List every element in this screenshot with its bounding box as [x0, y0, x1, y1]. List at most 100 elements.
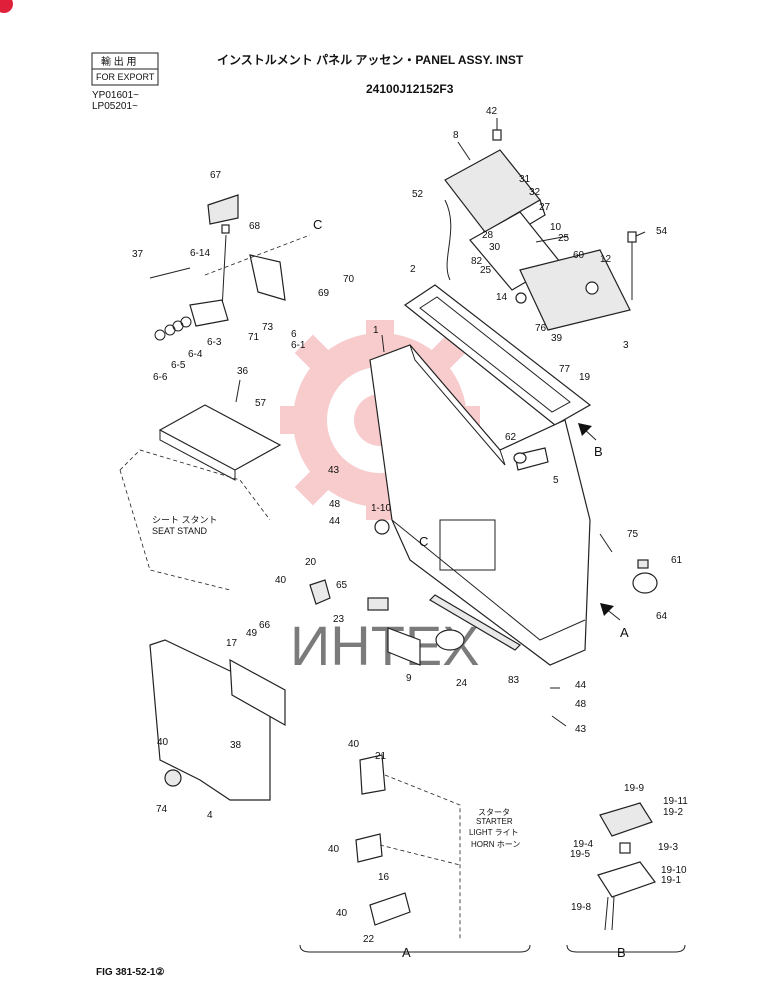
part-callout-44: 44	[329, 516, 341, 527]
part-callout-22: 22	[363, 934, 375, 945]
assembly-part-number: 24100J12152F3	[366, 82, 454, 96]
horn-label: HORN ホーン	[471, 840, 520, 849]
part-callout-74: 74	[156, 804, 168, 815]
figure-code: FIG 381-52-1②	[96, 967, 164, 978]
relay-cover	[599, 802, 653, 837]
part-callout-19: 19	[579, 372, 591, 383]
part-callout-10: 10	[550, 222, 562, 233]
part-callout-19-4: 19-4	[573, 839, 593, 850]
part-callout-5: 5	[553, 475, 559, 486]
part-callout-1: 1	[373, 325, 379, 336]
export-box-bottom: FOR EXPORT	[96, 72, 155, 82]
starter-label-jp: スタータ	[478, 808, 510, 817]
arrow-a-label: A	[620, 625, 629, 640]
cap-part-74	[164, 769, 182, 787]
switch-panel-group	[444, 129, 637, 331]
corner-marker	[0, 0, 13, 13]
part-callout-36: 36	[237, 366, 249, 377]
part-callout-66: 66	[259, 620, 271, 631]
part-callout-67: 67	[210, 170, 222, 181]
light-label: LIGHT ライト	[469, 828, 519, 837]
part-callout-6-6: 6-6	[153, 372, 168, 383]
part-callout-43: 43	[328, 465, 340, 476]
lever-assembly	[149, 194, 311, 341]
part-callout-6-3: 6-3	[207, 337, 222, 348]
part-callout-49: 49	[246, 628, 258, 639]
grommet-part-24	[435, 629, 465, 651]
part-callout-70: 70	[343, 274, 355, 285]
view-b-label: B	[617, 945, 626, 960]
bracket-part-21	[359, 754, 386, 795]
part-callout-40: 40	[348, 739, 360, 750]
export-box-top: 輸 出 用	[101, 55, 137, 68]
part-callout-19-10: 19-10	[661, 865, 687, 876]
part-callout-60: 60	[573, 250, 585, 261]
part-callout-21: 21	[375, 751, 387, 762]
panel-part-76	[519, 249, 631, 331]
part-callout-19-8: 19-8	[571, 902, 591, 913]
leader-lines	[235, 118, 646, 727]
part-callout-9: 9	[406, 673, 412, 684]
part-callout-8: 8	[453, 130, 459, 141]
part-callout-77: 77	[559, 364, 571, 375]
part-callout-68: 68	[249, 221, 261, 232]
relay-base	[597, 861, 656, 898]
part-callout-62: 62	[505, 432, 517, 443]
seat-stand-en: SEAT STAND	[152, 526, 208, 536]
part-callout-14: 14	[496, 292, 508, 303]
part-callout-75: 75	[627, 529, 639, 540]
part-callout-43: 43	[575, 724, 587, 735]
part-callout-69: 69	[318, 288, 330, 299]
starter-label-en: STARTER	[476, 817, 513, 826]
serial-range-1: YP01601~	[92, 90, 139, 101]
view-a-detail: スタータ STARTER LIGHT ライト HORN ホーン A	[299, 754, 531, 960]
part-callout-6-1: 6-1	[291, 340, 306, 351]
part-callout-44: 44	[575, 680, 587, 691]
part-callout-40: 40	[336, 908, 348, 919]
part-callout-19-1: 19-1	[661, 875, 681, 886]
part-callout-40: 40	[328, 844, 340, 855]
knob-part-67	[207, 194, 239, 225]
part-callout-6-4: 6-4	[188, 349, 203, 360]
seat-stand-outline: シート スタント SEAT STAND	[119, 404, 282, 591]
header: 輸 出 用 FOR EXPORT YP01601~ LP05201~ インストル…	[91, 52, 524, 112]
view-a-label: A	[402, 945, 411, 960]
part-callout-20: 20	[305, 557, 317, 568]
part-callout-25: 25	[480, 265, 492, 276]
bracket-part-22	[369, 892, 411, 926]
connector-part-23	[367, 597, 389, 611]
part-callout-12: 12	[600, 254, 612, 265]
part-callout-31: 31	[519, 174, 531, 185]
clip-part-20	[309, 579, 331, 605]
part-callout-48: 48	[575, 699, 587, 710]
part-callout-52: 52	[412, 189, 424, 200]
serial-range-2: LP05201~	[92, 101, 138, 112]
part-callout-83: 83	[508, 675, 520, 686]
part-callout-19-3: 19-3	[658, 842, 678, 853]
part-callout-42: 42	[486, 106, 498, 117]
part-callout-37: 37	[132, 249, 144, 260]
part-callout-27: 27	[539, 202, 551, 213]
page-title: インストルメント パネル アッセン・PANEL ASSY. INST	[217, 53, 524, 67]
part-callout-30: 30	[489, 242, 501, 253]
part-callout-39: 39	[551, 333, 563, 344]
part-callout-24: 24	[456, 678, 468, 689]
part-callout-65: 65	[336, 580, 348, 591]
part-callout-25: 25	[558, 233, 570, 244]
part-callout-64: 64	[656, 611, 668, 622]
part-callout-38: 38	[230, 740, 242, 751]
bracket-part-16	[355, 833, 383, 863]
ref-c-mid: C	[419, 534, 428, 549]
tag-part-61	[637, 559, 649, 569]
cap-part-64	[632, 572, 658, 594]
part-callout-6-14: 6-14	[190, 248, 210, 259]
seat-stand-jp: シート スタント	[152, 515, 218, 525]
part-callout-2: 2	[410, 264, 416, 275]
part-callout-40: 40	[275, 575, 287, 586]
strip-part-83	[429, 594, 521, 651]
part-callout-71: 71	[248, 332, 260, 343]
part-callout-19-11: 19-11	[663, 796, 688, 807]
part-callout-48: 48	[329, 499, 341, 510]
part-callout-17: 17	[226, 638, 238, 649]
